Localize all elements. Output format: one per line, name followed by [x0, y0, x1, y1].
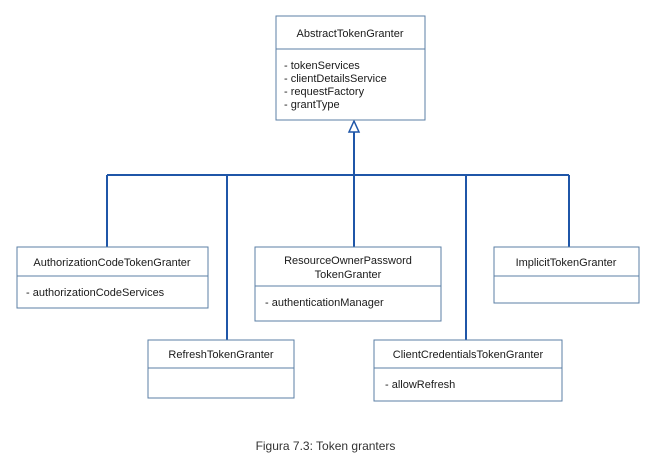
class-name: TokenGranter — [315, 269, 382, 281]
class-name: ClientCredentialsTokenGranter — [393, 349, 544, 361]
class-client-credentials-token-granter: ClientCredentialsTokenGranter - allowRef… — [373, 339, 563, 402]
class-authorization-code-token-granter: AuthorizationCodeTokenGranter - authoriz… — [16, 246, 209, 309]
attribute: - requestFactory — [284, 86, 365, 98]
class-abstract-token-granter: AbstractTokenGranter - tokenServices - c… — [275, 15, 426, 121]
attribute: - allowRefresh — [385, 379, 455, 391]
class-name: AuthorizationCodeTokenGranter — [33, 257, 190, 269]
class-refresh-token-granter: RefreshTokenGranter — [147, 339, 295, 399]
class-name: AbstractTokenGranter — [297, 28, 404, 40]
class-implicit-token-granter: ImplicitTokenGranter — [493, 246, 640, 304]
class-name: RefreshTokenGranter — [168, 349, 273, 361]
class-name: ImplicitTokenGranter — [516, 257, 617, 269]
attribute: - authenticationManager — [265, 297, 384, 309]
inheritance-connectors — [106, 119, 570, 340]
attribute: - grantType — [284, 99, 340, 111]
attribute: - tokenServices — [284, 60, 360, 72]
attribute: - clientDetailsService — [284, 73, 387, 85]
class-name: ResourceOwnerPassword — [284, 255, 412, 267]
inheritance-arrow-icon — [347, 119, 361, 133]
class-resource-owner-password-token-granter: ResourceOwnerPassword TokenGranter - aut… — [254, 246, 442, 322]
attribute: - authorizationCodeServices — [26, 287, 165, 299]
figure-caption: Figura 7.3: Token granters — [255, 439, 396, 453]
